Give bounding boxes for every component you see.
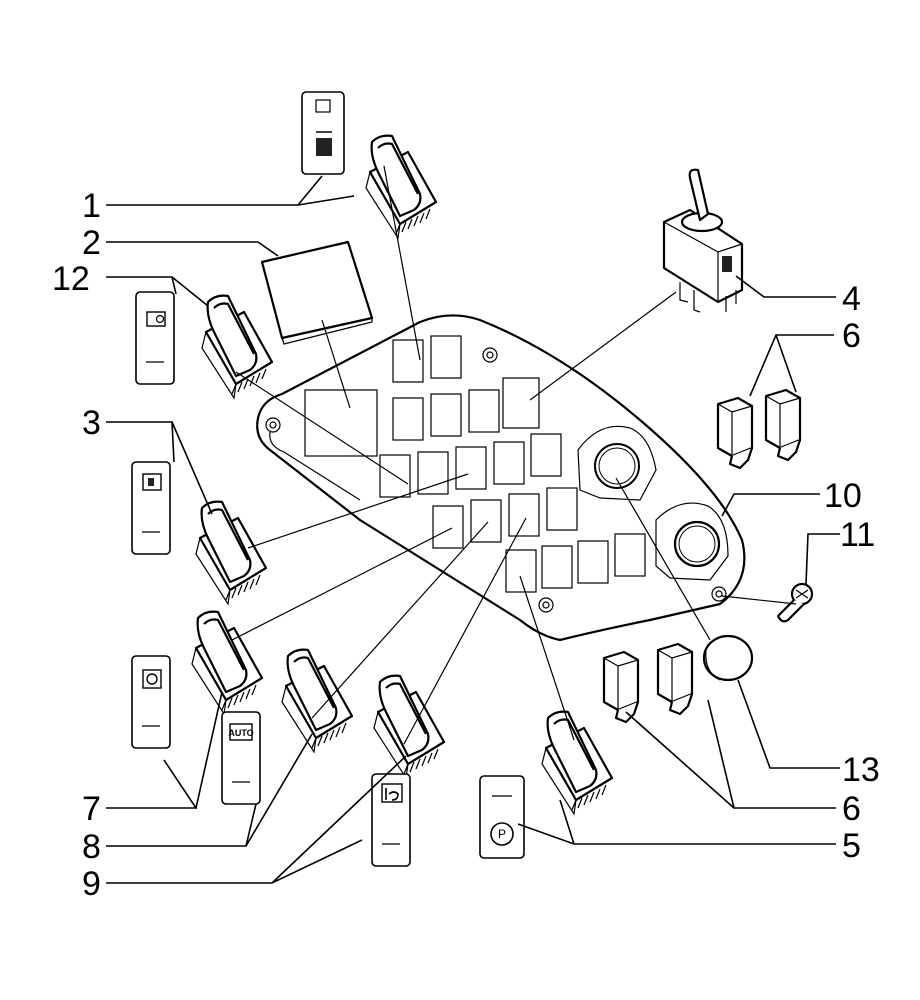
rocker-switch-icon bbox=[364, 134, 438, 240]
rocker-switch-icon bbox=[200, 294, 274, 400]
rocker-switch-icon bbox=[190, 610, 264, 716]
rocker-switch-icon bbox=[540, 710, 614, 816]
callout-3: 3 bbox=[82, 404, 101, 442]
callout-6-upper: 6 bbox=[842, 317, 861, 355]
blank-cover-icon bbox=[602, 650, 640, 724]
callout-13: 13 bbox=[842, 751, 880, 789]
blank-cover-icon bbox=[764, 388, 802, 462]
legend-card-3 bbox=[131, 461, 171, 555]
legend-park-text: P bbox=[498, 827, 506, 841]
blank-cover-icon bbox=[716, 396, 754, 470]
blank-cover-icon bbox=[656, 642, 694, 716]
callout-5: 5 bbox=[842, 827, 861, 865]
legend-card-12 bbox=[135, 291, 175, 385]
toggle-switch-icon bbox=[662, 168, 744, 313]
legend-card-top bbox=[301, 91, 345, 175]
legend-card-8: AUTO bbox=[221, 711, 261, 805]
callout-12: 12 bbox=[52, 260, 90, 298]
callout-11: 11 bbox=[840, 516, 875, 554]
legend-card-5: P bbox=[479, 775, 525, 859]
rocker-switch-icon bbox=[372, 674, 446, 780]
callout-7: 7 bbox=[82, 790, 101, 828]
callout-8: 8 bbox=[82, 828, 101, 866]
cap-icon bbox=[702, 634, 754, 682]
callout-labels: 1 2 12 3 4 6 10 11 13 6 5 7 8 9 bbox=[52, 187, 880, 903]
legend-auto-text: AUTO bbox=[228, 728, 253, 738]
rocker-switch-icon bbox=[280, 648, 354, 754]
panel-apertures bbox=[304, 335, 646, 593]
callout-6-lower: 6 bbox=[842, 790, 861, 828]
leader-lines bbox=[106, 165, 840, 884]
rocker-switch-icon bbox=[194, 500, 268, 606]
callout-1: 1 bbox=[82, 187, 101, 225]
screw-icon bbox=[776, 582, 814, 623]
legend-card-9 bbox=[371, 773, 411, 867]
callout-2: 2 bbox=[82, 224, 101, 262]
callout-4: 4 bbox=[842, 280, 861, 318]
callout-9: 9 bbox=[82, 865, 101, 903]
blank-cover-icon bbox=[260, 240, 374, 345]
callout-10: 10 bbox=[824, 477, 862, 515]
switch-panel bbox=[256, 314, 746, 642]
legend-card-7 bbox=[131, 655, 171, 749]
